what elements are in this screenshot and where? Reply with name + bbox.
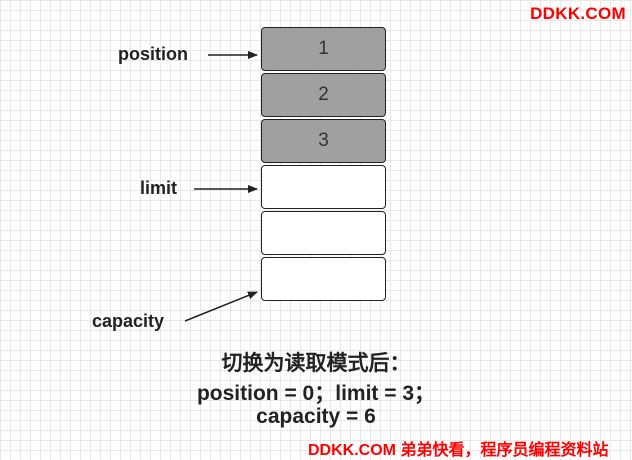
caption-line-3: capacity = 6 xyxy=(256,405,376,428)
position-label: position xyxy=(118,44,188,64)
buffer-cell-6 xyxy=(261,257,386,301)
caption-line-2: position = 0；limit = 3； xyxy=(196,382,436,405)
buffer-cell-2: 2 xyxy=(261,73,386,117)
capacity-arrow xyxy=(184,291,258,322)
buffer-cell-1: 1 xyxy=(261,27,386,71)
buffer-cell-5 xyxy=(261,211,386,255)
watermark-bottom: DDKK.COM 弟弟快看，程序员编程资料站 xyxy=(308,442,609,459)
buffer-cell-3: 3 xyxy=(261,119,386,163)
caption-line-1: 切换为读取模式后： xyxy=(221,352,411,375)
watermark-top: DDKK.COM xyxy=(530,4,626,23)
limit-label: limit xyxy=(140,178,178,198)
capacity-label: capacity xyxy=(92,311,165,331)
buffer-cell-4 xyxy=(261,165,386,209)
